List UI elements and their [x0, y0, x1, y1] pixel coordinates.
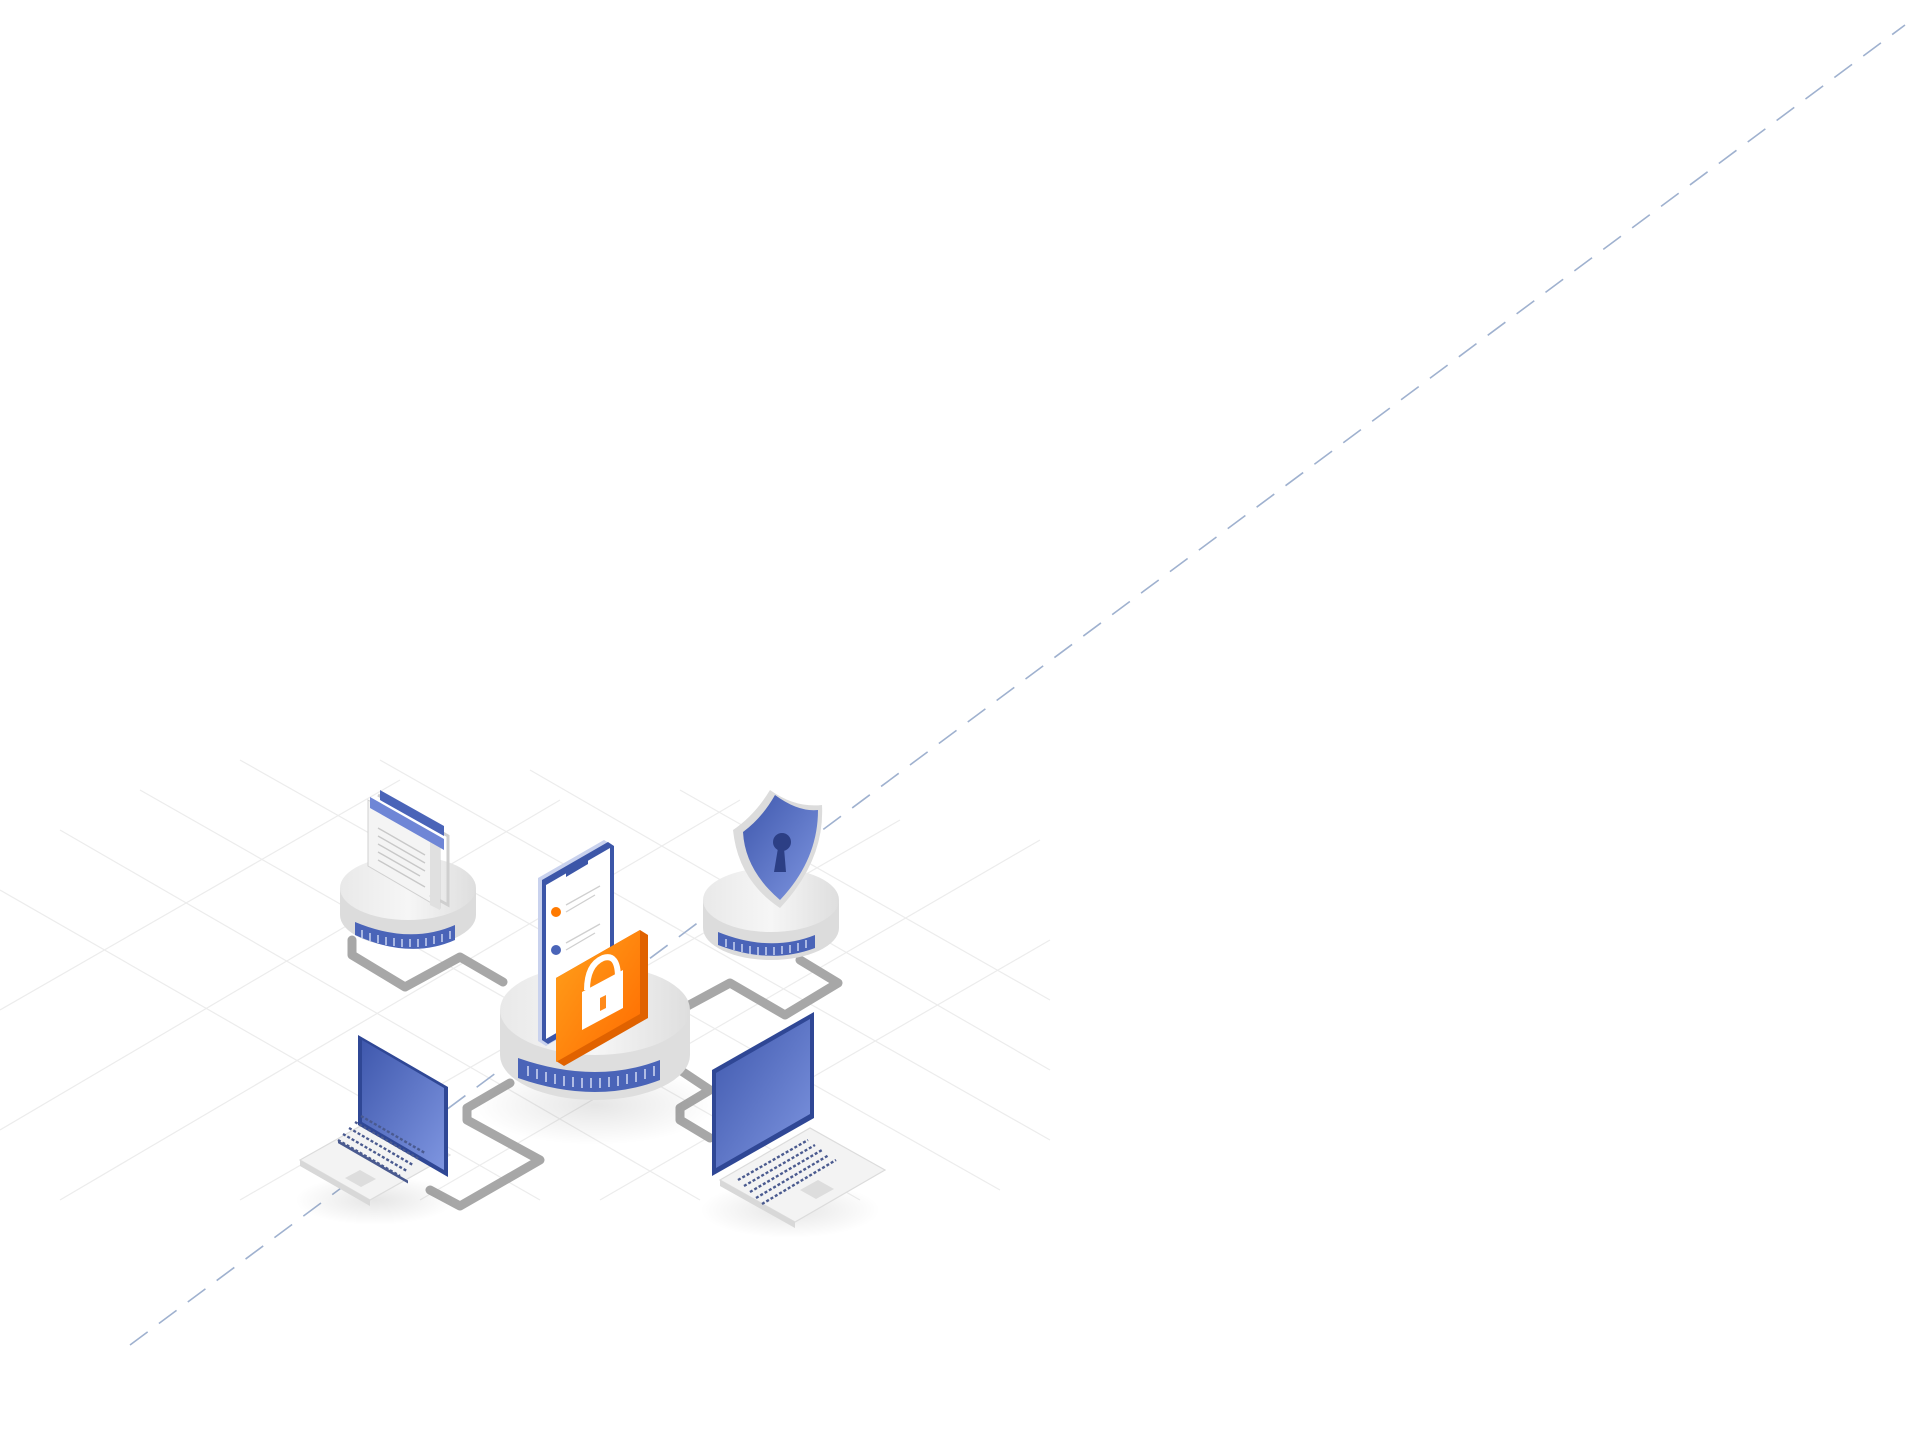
left-laptop-shadow: [295, 1175, 455, 1225]
laptop-icon: [298, 1035, 452, 1206]
center-node: [500, 840, 690, 1100]
laptop-icon: [712, 1012, 887, 1228]
right-laptop: [712, 1012, 887, 1228]
left-laptop: [298, 1035, 452, 1206]
shield-node: [703, 790, 839, 960]
document-node: [340, 790, 476, 949]
shield-keyhole-icon: [733, 790, 823, 908]
padlock-icon: [556, 930, 648, 1066]
document-stack-icon: [367, 790, 450, 910]
